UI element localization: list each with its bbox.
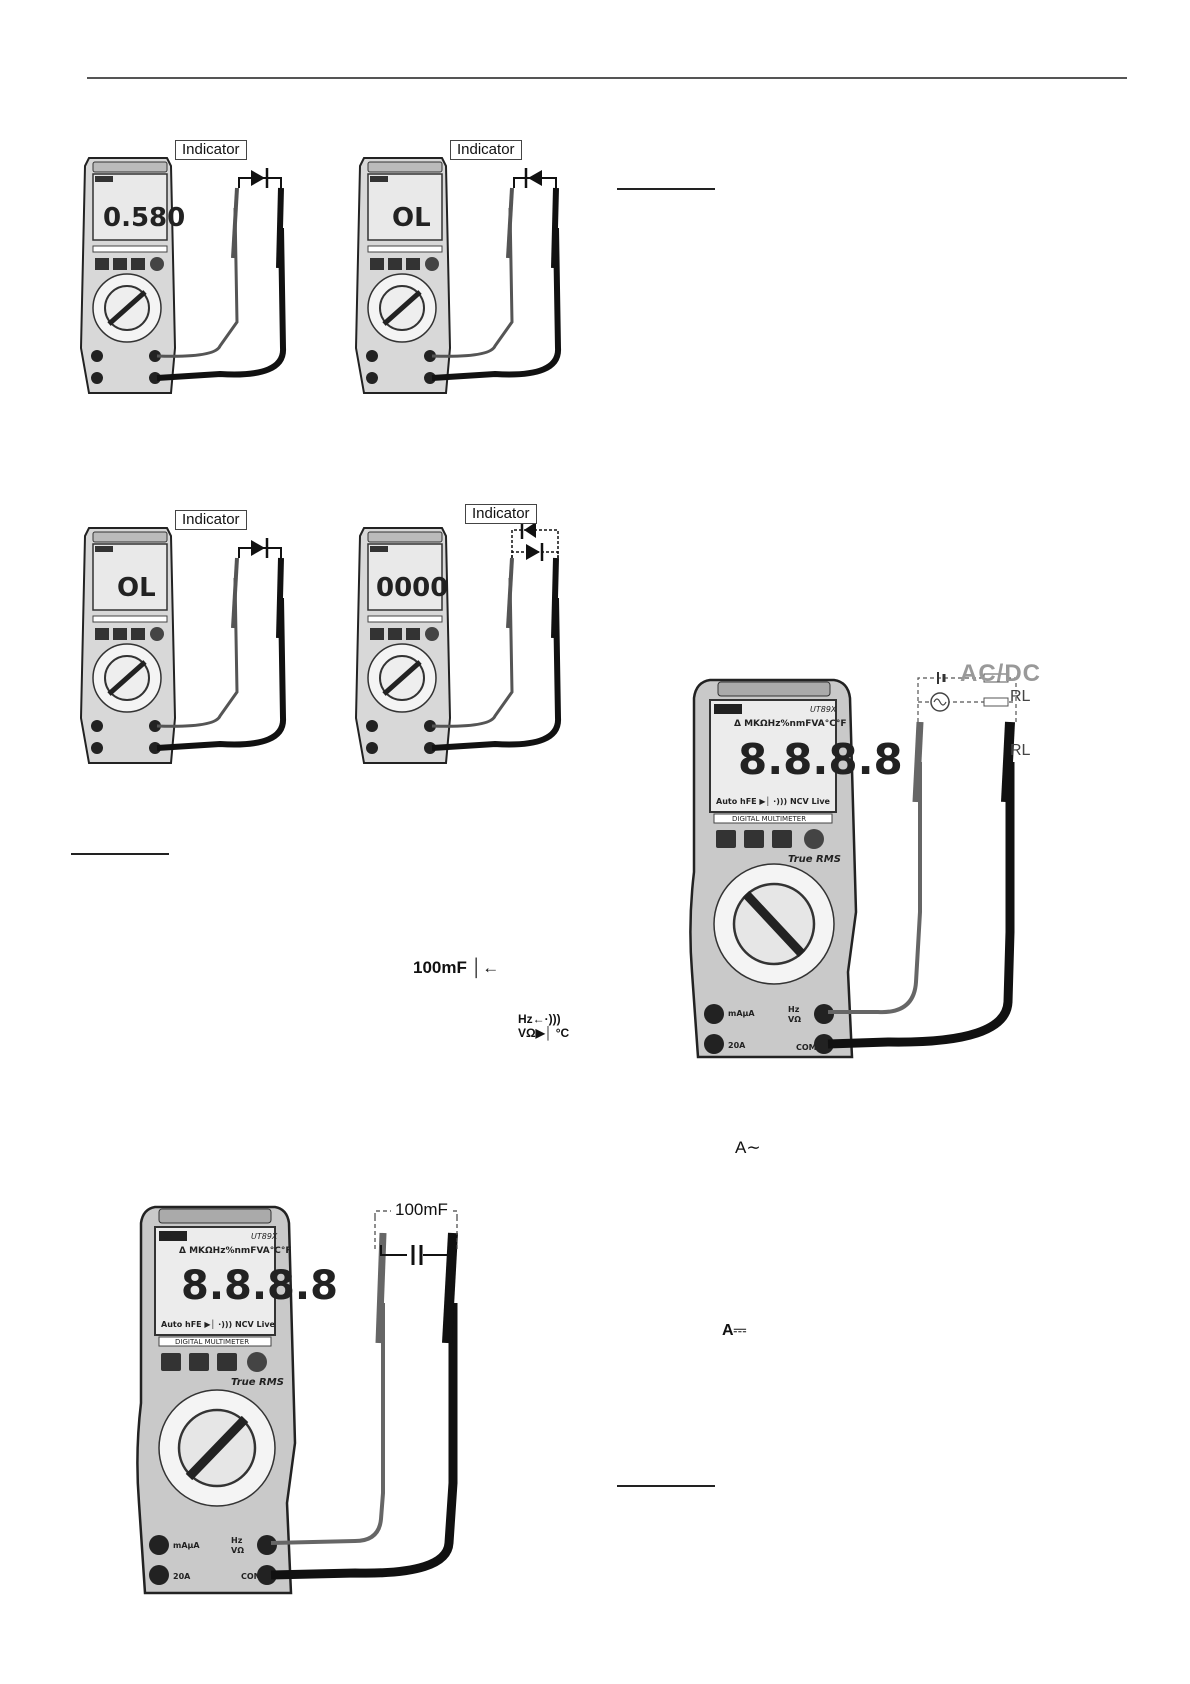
lcd-reading: 0.580 — [103, 203, 185, 233]
jack-v-symbol: VΩ▶│ °C — [518, 1026, 570, 1040]
model-label: UT89X — [810, 705, 837, 714]
figure-current-measurement: UNI-T UT89X Δ MKΩHz%nmFVA°C°F 8.8.8.8 Au… — [688, 660, 1108, 1082]
jack-20a-label: 20A — [173, 1572, 191, 1581]
section-underline-2 — [71, 853, 169, 855]
figure-diode-reverse: OL Indicator — [350, 140, 600, 408]
capacitor-label: 100mF — [391, 1200, 452, 1220]
model-label: UT89X — [251, 1232, 278, 1241]
capacitance-range-symbol: 100mF │← — [413, 958, 500, 977]
lcd-reading: 8.8.8.8 — [738, 735, 903, 784]
jack-20a-label: 20A — [728, 1041, 746, 1050]
figure-diode-forward: 0.580 Indicator — [75, 140, 325, 408]
true-rms-label: True RMS — [788, 854, 841, 865]
jack-hz-label: Hz — [231, 1536, 243, 1545]
annunciator-row: Δ MKΩHz%nmFVA°C°F — [179, 1246, 291, 1256]
indicator-label: Indicator — [175, 140, 247, 160]
svg-text:0000: 0000 — [376, 573, 448, 603]
com-label: COM — [796, 1043, 817, 1052]
status-line: Auto hFE ▶│ ·))) NCV Live — [716, 796, 831, 806]
jack-ma-label: mAµA — [173, 1541, 200, 1550]
status-line: Auto hFE ▶│ ·))) NCV Live — [161, 1319, 276, 1329]
svg-text:OL: OL — [392, 203, 431, 233]
panel-caption: DIGITAL MULTIMETER — [175, 1338, 249, 1346]
dc-current-symbol: A⎓ — [722, 1322, 747, 1339]
rl-bottom-label: RL — [1010, 742, 1031, 759]
ac-current-symbol: A∼ — [735, 1138, 761, 1157]
lcd-reading: 8.8.8.8 — [181, 1263, 338, 1309]
indicator-label: Indicator — [450, 140, 522, 160]
annunciator-row: Δ MKΩHz%nmFVA°C°F — [734, 719, 846, 729]
indicator-label: Indicator — [465, 504, 537, 524]
ac-dc-title: AC/DC — [960, 660, 1041, 687]
jack-v-label: VΩ — [231, 1546, 244, 1555]
header-rule — [87, 77, 1127, 79]
section-underline-3 — [617, 1485, 715, 1487]
figure-capacitance: UNI-T UT89X Δ MKΩHz%nmFVA°C°F 8.8.8.8 Au… — [135, 1200, 515, 1603]
jack-v-label: VΩ — [788, 1015, 801, 1024]
section-underline-1 — [617, 188, 715, 190]
brand-label: UNI-T — [163, 1232, 184, 1241]
brand-label: UNI-T — [717, 705, 738, 714]
jack-hz-label: Hz — [788, 1005, 800, 1014]
jack-hz-symbol: Hz←·))) — [518, 1012, 561, 1026]
figure-continuity-closed: 0000 Indicator — [350, 504, 600, 778]
jack-ma-label: mAµA — [728, 1009, 755, 1018]
com-label: COM — [241, 1572, 262, 1581]
svg-text:OL: OL — [117, 573, 156, 603]
rl-top-label: RL — [1010, 688, 1031, 705]
indicator-label: Indicator — [175, 510, 247, 530]
panel-caption: DIGITAL MULTIMETER — [732, 815, 806, 823]
true-rms-label: True RMS — [231, 1377, 284, 1388]
figure-continuity-open: OL Indicator — [75, 510, 325, 778]
